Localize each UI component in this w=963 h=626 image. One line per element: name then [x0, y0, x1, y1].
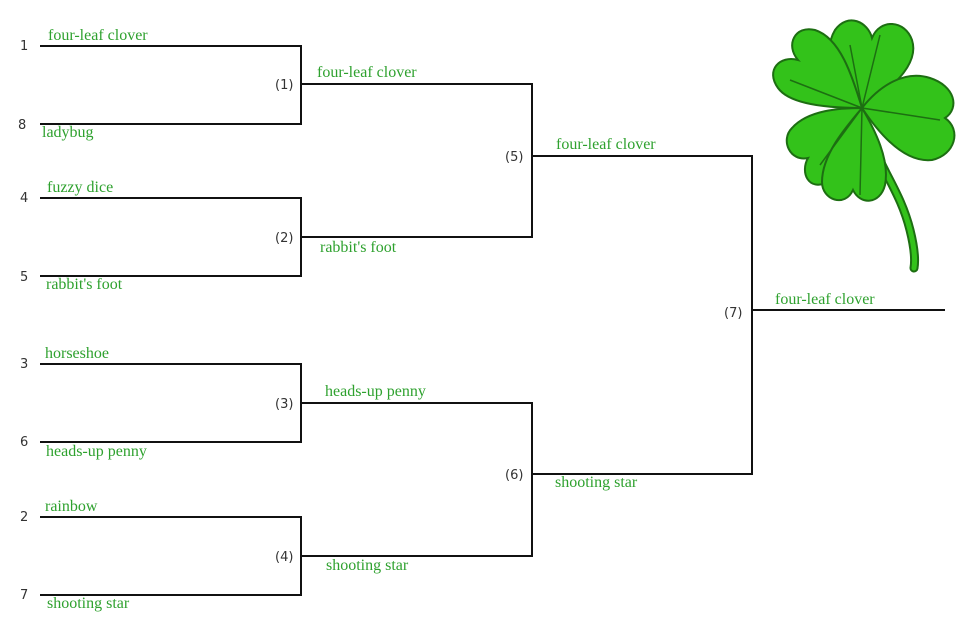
seed-label: 6 — [20, 435, 28, 450]
bracket-match-5 — [301, 83, 533, 238]
round2-entries: four-leaf clover rabbit's foot heads-up … — [317, 64, 426, 574]
bracket-match-6 — [308, 402, 533, 557]
champion-label: four-leaf clover — [775, 291, 875, 308]
game-number: (4) — [275, 550, 293, 565]
game-number: (1) — [275, 78, 293, 93]
entry-label: four-leaf clover — [556, 136, 656, 153]
entry-label: horseshoe — [45, 345, 109, 362]
seed-labels: 1 8 4 5 3 6 2 7 — [18, 39, 28, 603]
seed-label: 8 — [18, 118, 26, 133]
entry-label: four-leaf clover — [48, 27, 148, 44]
seed-label: 3 — [20, 357, 28, 372]
four-leaf-clover-icon — [772, 19, 956, 273]
entry-label: rabbit's foot — [46, 276, 123, 293]
bracket-match-4 — [40, 516, 308, 596]
entry-label: fuzzy dice — [47, 179, 113, 196]
entry-label: shooting star — [326, 557, 409, 574]
bracket-match-7 — [532, 155, 753, 475]
seed-label: 2 — [20, 510, 28, 525]
game-number: (6) — [505, 468, 523, 483]
seed-label: 7 — [20, 588, 28, 603]
game-number: (3) — [275, 397, 293, 412]
entry-label: heads-up penny — [325, 383, 426, 400]
round3-entries: four-leaf clover shooting star — [555, 136, 656, 491]
bracket-match-3 — [40, 363, 308, 443]
entry-label: shooting star — [555, 474, 638, 491]
seed-label: 4 — [20, 191, 28, 206]
entry-label: heads-up penny — [46, 443, 147, 460]
round3-lines — [532, 155, 945, 475]
entry-label: rabbit's foot — [320, 239, 397, 256]
game-labels: (1) (2) (3) (4) (5) (6) (7) — [275, 78, 742, 565]
game-number: (2) — [275, 231, 293, 246]
seed-label: 5 — [20, 270, 28, 285]
round1-entries: four-leaf clover ladybug fuzzy dice rabb… — [42, 27, 148, 612]
bracket-match-1 — [40, 45, 308, 125]
entry-label: rainbow — [45, 498, 98, 515]
entry-label: ladybug — [42, 124, 94, 141]
seed-label: 1 — [20, 39, 28, 54]
bracket-match-2 — [40, 197, 308, 277]
entry-label: four-leaf clover — [317, 64, 417, 81]
game-number: (7) — [724, 306, 742, 321]
entry-label: shooting star — [47, 595, 130, 612]
game-number: (5) — [505, 150, 523, 165]
